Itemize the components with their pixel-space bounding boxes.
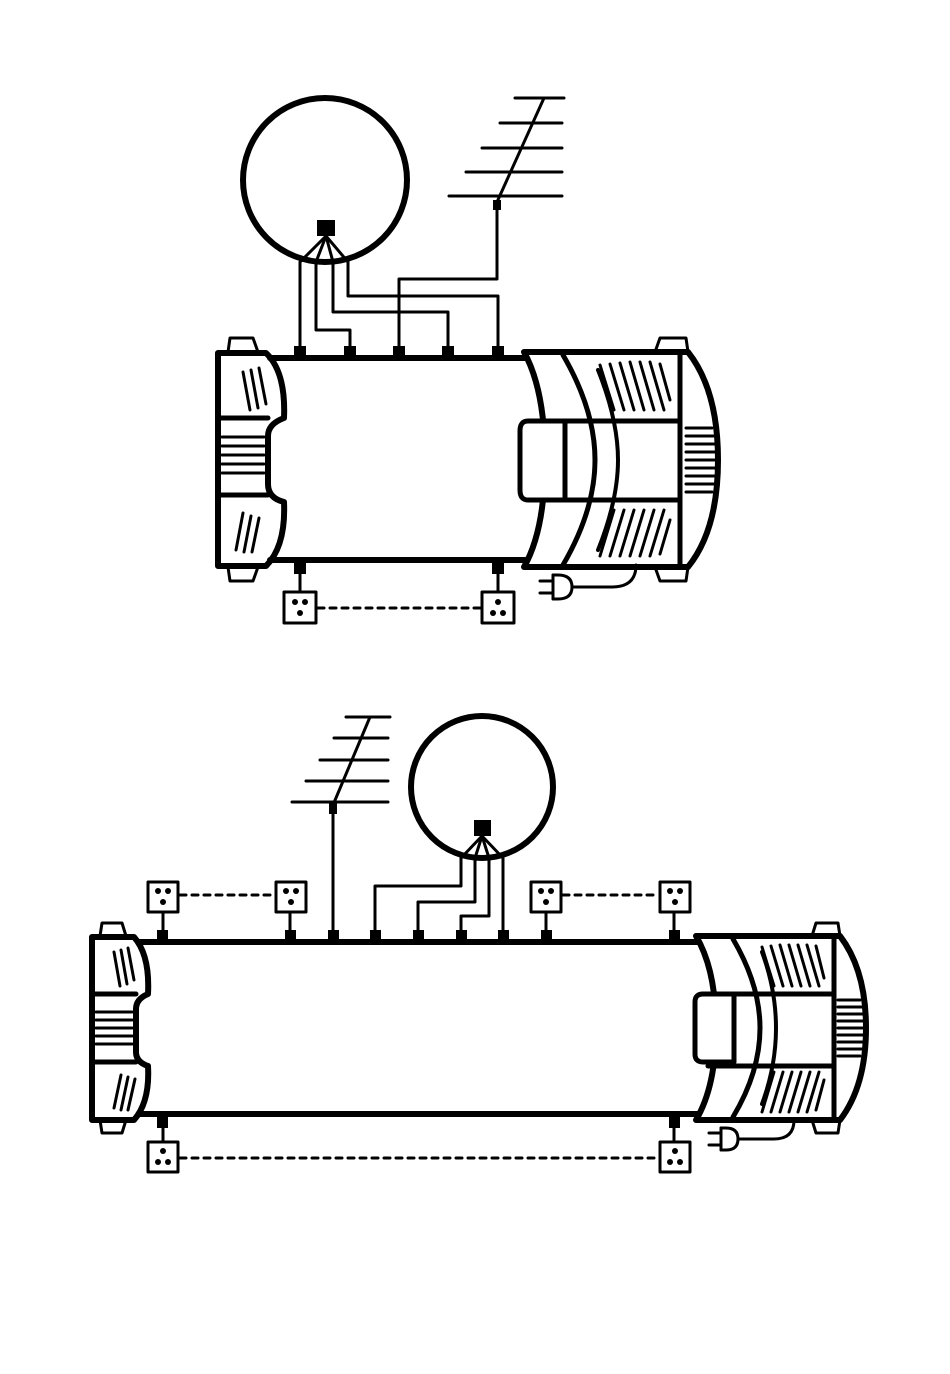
- wall-outlet-icon: [531, 882, 561, 912]
- satellite-dish-icon: [411, 716, 553, 858]
- wall-outlet-icon: [660, 882, 690, 912]
- diagram-top: [218, 98, 718, 623]
- diagram-bottom: [92, 716, 866, 1172]
- output-cables: [163, 1128, 674, 1158]
- output-cables: [300, 574, 498, 608]
- wall-outlet-icon: [482, 592, 514, 623]
- output-ports: [294, 562, 504, 574]
- wall-outlet-icon: [660, 1142, 690, 1172]
- wall-outlet-icon: [284, 592, 316, 623]
- multiswitch-body: [140, 942, 700, 1114]
- right-end-cap: [695, 923, 866, 1133]
- right-end-cap: [520, 338, 718, 581]
- power-plug-icon: [709, 1120, 794, 1150]
- power-plug-icon: [540, 565, 636, 599]
- wall-outlet-icon: [148, 1142, 178, 1172]
- wall-outlet-icon: [148, 882, 178, 912]
- output-ports: [157, 1116, 680, 1128]
- terrestrial-antenna-icon: [292, 717, 390, 814]
- terrestrial-antenna-icon: [449, 98, 564, 210]
- left-end-cap: [218, 338, 284, 581]
- satellite-dish-icon: [243, 98, 407, 262]
- multiswitch-body: [270, 358, 528, 560]
- left-end-cap: [92, 923, 148, 1133]
- wall-outlet-icon: [276, 882, 306, 912]
